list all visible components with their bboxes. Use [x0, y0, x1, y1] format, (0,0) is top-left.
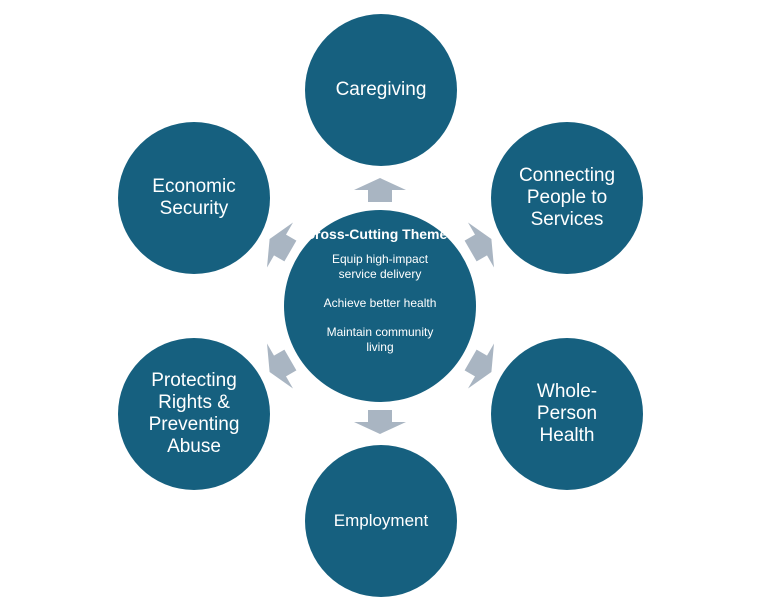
center-circle	[284, 210, 476, 402]
arrow-upper-left-icon	[267, 222, 297, 268]
node-employment: Employment	[333, 511, 429, 530]
theme-item: Achieve better health	[323, 296, 437, 310]
arrow-lower-left-icon	[267, 343, 297, 389]
node-circle-employment	[305, 445, 457, 597]
node-circle-caregiving	[305, 14, 457, 166]
theme-item: Equip high-impact service delivery	[331, 252, 429, 281]
node-economic-security: Economic Security	[152, 176, 236, 219]
node-circle-connecting	[491, 122, 643, 274]
node-connecting-people: Connecting People to Services	[518, 165, 616, 230]
arrow-upper-right-icon	[464, 222, 494, 268]
arrow-down-icon	[354, 410, 406, 434]
arrow-lower-right-icon	[464, 343, 494, 389]
center-themes: Cross-Cutting Themes Equip high-impact s…	[300, 226, 460, 369]
arrow-up-icon	[354, 178, 406, 202]
node-protecting-rights: Protecting Rights & Preventing Abuse	[148, 370, 240, 457]
node-circle-whole-person	[491, 338, 643, 490]
node-whole-person-health: Whole-Person Health	[536, 381, 598, 446]
theme-item: Maintain community living	[326, 325, 434, 354]
node-circle-economic	[118, 122, 270, 274]
node-caregiving: Caregiving	[335, 79, 427, 100]
center-title: Cross-Cutting Themes	[304, 226, 456, 242]
node-circle-protecting	[118, 338, 270, 490]
